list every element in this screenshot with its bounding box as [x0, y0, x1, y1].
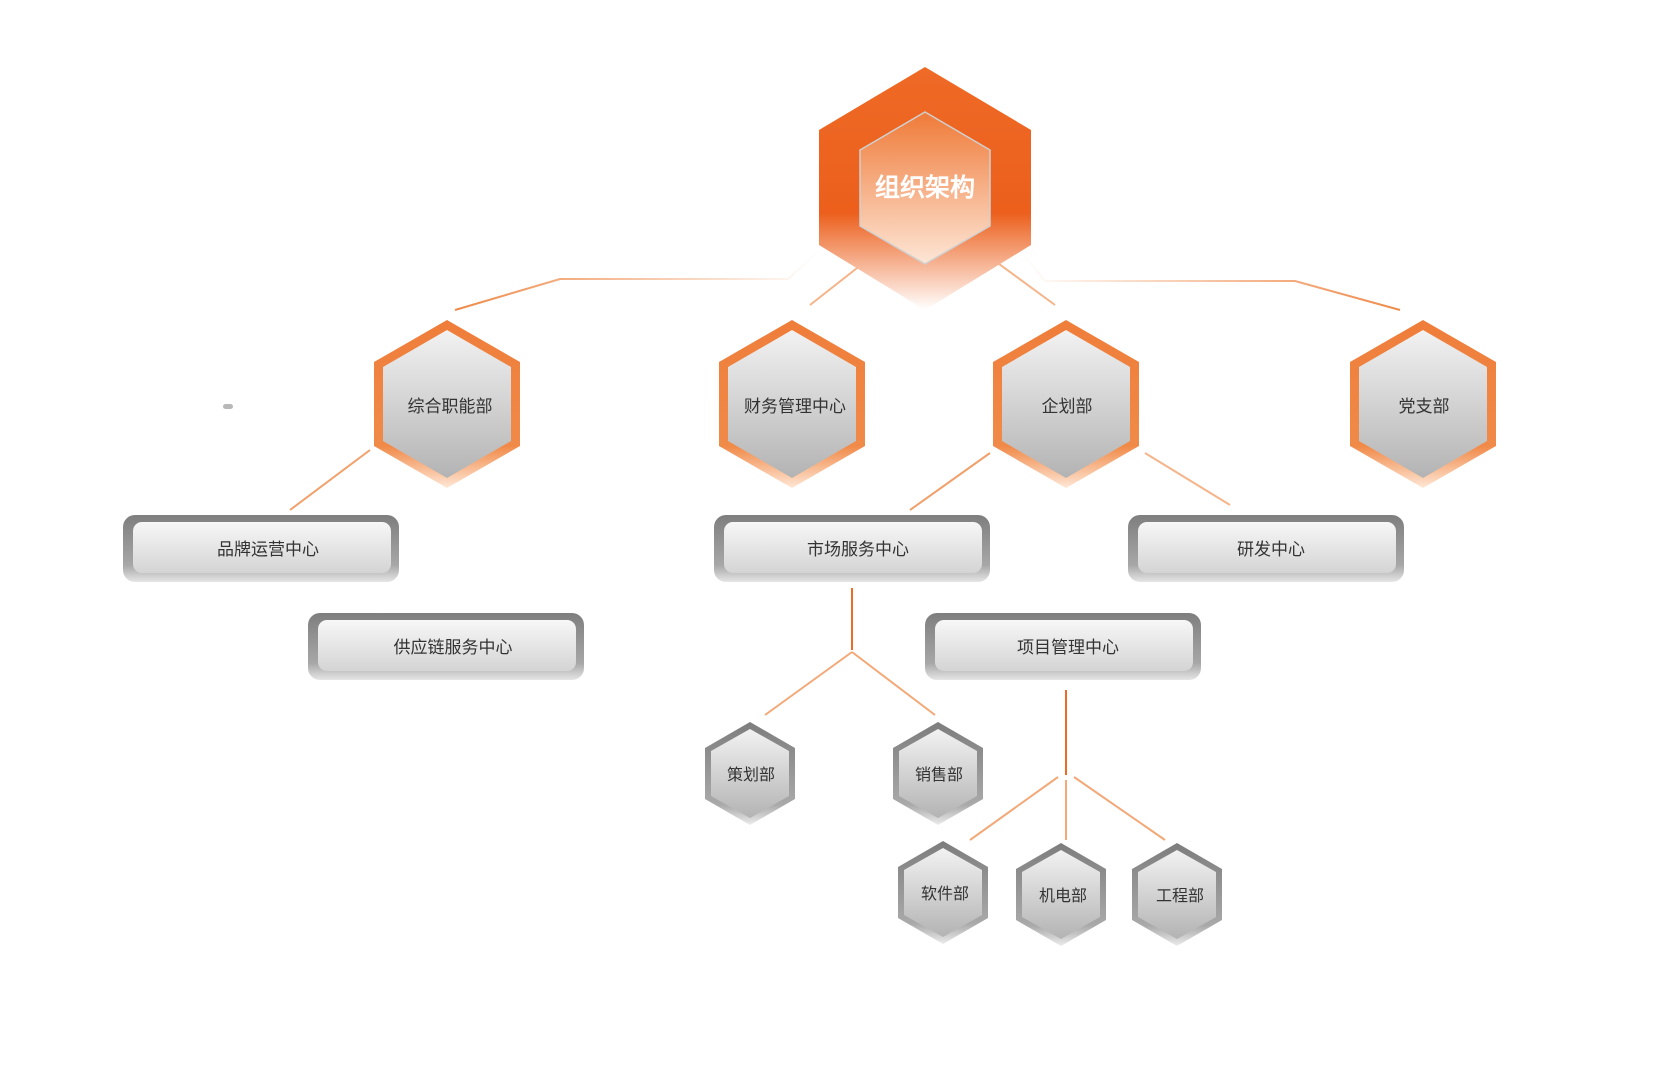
connector-zh-brand: [289, 449, 371, 511]
connector-root-left: [454, 249, 821, 311]
root-label: 组织架构: [875, 173, 975, 202]
box-body: [133, 522, 391, 573]
dept-node-general-affairs[interactable]: 综合职能部: [374, 320, 520, 488]
center-label: 市场服务中心: [807, 540, 909, 560]
center-box-brand-ops[interactable]: 品牌运营中心: [123, 515, 399, 582]
unit-hex-electromechanical[interactable]: 机电部: [1016, 843, 1106, 946]
unit-hex-planning[interactable]: 策划部: [705, 722, 795, 825]
unit-label: 工程部: [1156, 886, 1204, 905]
center-box-market-service[interactable]: 市场服务中心: [714, 515, 990, 582]
box-body: [318, 620, 576, 671]
dept-node-finance[interactable]: 财务管理中心: [719, 320, 865, 488]
connector-root-right: [1019, 249, 1401, 311]
connector-project-engineering: [1073, 776, 1166, 841]
hex-body: [383, 330, 511, 478]
box-body: [724, 522, 982, 573]
center-box-supply-chain[interactable]: 供应链服务中心: [308, 613, 584, 680]
connectors: [289, 249, 1401, 841]
hex-body: [1359, 330, 1487, 478]
box-body: [935, 620, 1193, 671]
hex-body: [1022, 850, 1100, 939]
unit-label: 销售部: [915, 765, 963, 784]
dept-label: 财务管理中心: [744, 397, 846, 417]
unit-label: 机电部: [1039, 886, 1087, 905]
dept-label: 企划部: [1042, 397, 1093, 417]
connector-qh-market: [909, 452, 991, 511]
unit-label: 策划部: [727, 765, 775, 784]
hex-body: [711, 729, 789, 818]
root-node[interactable]: 组织架构: [819, 67, 1031, 310]
dept-label: 综合职能部: [408, 397, 493, 417]
center-box-rd[interactable]: 研发中心: [1128, 515, 1404, 582]
hex-body: [1138, 850, 1216, 939]
connector-qh-rd: [1144, 452, 1231, 506]
connector-market-sales: [851, 651, 936, 716]
connector-project-software: [969, 776, 1059, 841]
unit-hex-sales[interactable]: 销售部: [893, 722, 983, 825]
unit-hex-software[interactable]: 软件部: [898, 841, 988, 944]
center-label: 研发中心: [1237, 540, 1305, 560]
hex-body: [899, 729, 977, 818]
hex-body: [904, 848, 982, 937]
dept-label: 党支部: [1399, 397, 1450, 417]
root-hex-inner: [859, 111, 991, 265]
center-label: 供应链服务中心: [394, 638, 513, 658]
box-body: [1138, 522, 1396, 573]
center-label: 品牌运营中心: [217, 540, 319, 560]
unit-hex-engineering[interactable]: 工程部: [1132, 843, 1222, 946]
dept-node-planning[interactable]: 企划部: [993, 320, 1139, 488]
hex-body: [728, 330, 856, 478]
unit-label: 软件部: [921, 884, 969, 903]
center-label: 项目管理中心: [1017, 638, 1119, 658]
connector-market-planning: [764, 651, 853, 716]
center-box-project-management[interactable]: 项目管理中心: [925, 613, 1201, 680]
dept-node-party-branch[interactable]: 党支部: [1350, 320, 1496, 488]
hex-body: [1002, 330, 1130, 478]
decorative-dash: [223, 404, 233, 409]
